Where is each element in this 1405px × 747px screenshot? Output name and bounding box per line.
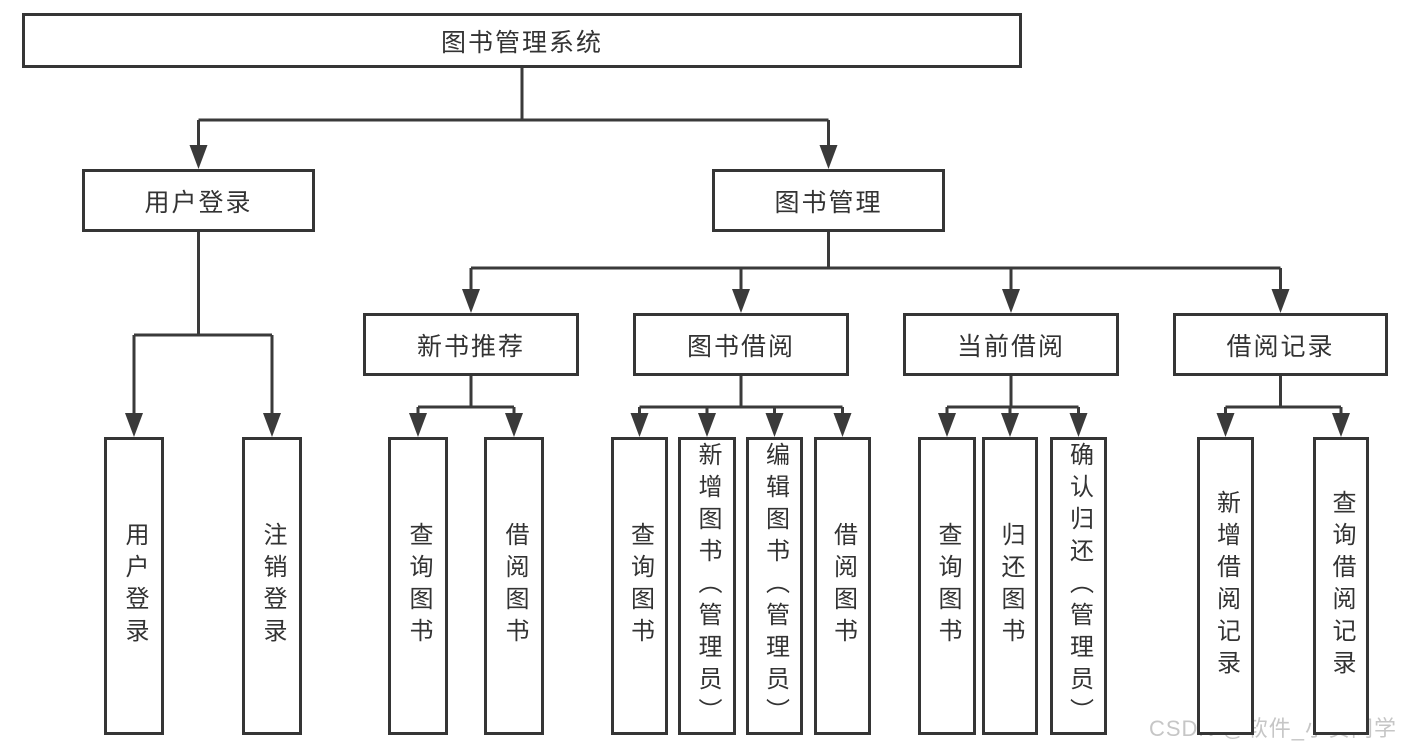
- node-bb-query-book: 查询图书: [611, 437, 668, 735]
- connector-borrow-record: [1224, 376, 1343, 429]
- node-book-borrow: 图书借阅: [633, 313, 849, 376]
- node-label-bb-borrow-book: 借阅图书: [829, 522, 857, 650]
- node-label-rec-borrow-book: 借阅图书: [501, 522, 528, 650]
- node-label-bb-edit-book-admin: 编辑图书（管理员）: [761, 442, 789, 730]
- node-user-login-op: 用户登录: [104, 437, 164, 735]
- node-label-user-login-op: 用户登录: [121, 522, 148, 650]
- node-cb-confirm-return-admin: 确认归还（管理员）: [1050, 437, 1107, 735]
- node-label-user-login: 用户登录: [144, 188, 253, 217]
- arrowhead-current-borrow-cb-return-book: [1001, 413, 1019, 437]
- node-root: 图书管理系统: [22, 13, 1022, 68]
- connector-book-mgmt: [469, 232, 1282, 305]
- node-new-book-rec: 新书推荐: [363, 313, 579, 376]
- arrowhead-new-book-rec-rec-query-book: [409, 413, 427, 437]
- arrowhead-book-borrow-bb-borrow-book: [833, 413, 852, 437]
- node-label-logout-op: 注销登录: [259, 522, 286, 650]
- node-label-cb-confirm-return-admin: 确认归还（管理员）: [1065, 442, 1093, 730]
- node-label-rec-query-book: 查询图书: [405, 522, 432, 650]
- node-label-borrow-record: 借阅记录: [1226, 332, 1335, 361]
- node-br-add-record: 新增借阅记录: [1197, 437, 1254, 735]
- node-label-new-book-rec: 新书推荐: [416, 332, 525, 361]
- arrowhead-book-mgmt-book-borrow: [732, 289, 750, 313]
- node-rec-borrow-book: 借阅图书: [484, 437, 544, 735]
- node-logout-op: 注销登录: [242, 437, 302, 735]
- node-label-root: 图书管理系统: [440, 28, 603, 57]
- arrowhead-current-borrow-cb-confirm-return-admin: [1069, 413, 1088, 437]
- arrowhead-book-borrow-bb-query-book: [630, 413, 649, 437]
- node-cb-query-book: 查询图书: [918, 437, 976, 735]
- node-cb-return-book: 归还图书: [982, 437, 1038, 735]
- node-book-mgmt: 图书管理: [712, 169, 945, 232]
- arrowhead-book-mgmt-current-borrow: [1002, 289, 1020, 313]
- node-label-current-borrow: 当前借阅: [956, 332, 1065, 361]
- arrowhead-book-mgmt-new-book-rec: [462, 289, 480, 313]
- arrowhead-book-borrow-bb-edit-book-admin: [765, 413, 784, 437]
- node-label-book-borrow: 图书借阅: [686, 332, 795, 361]
- arrowhead-borrow-record-br-add-record: [1216, 413, 1235, 437]
- connector-new-book-rec: [416, 376, 516, 429]
- arrowhead-user-login-logout-op: [263, 413, 281, 437]
- connector-user-login: [132, 232, 274, 429]
- node-label-bb-add-book-admin: 新增图书（管理员）: [694, 442, 721, 730]
- arrowhead-new-book-rec-rec-borrow-book: [505, 413, 523, 437]
- arrowhead-current-borrow-cb-query-book: [938, 413, 956, 437]
- arrowhead-root-book-mgmt: [819, 145, 838, 169]
- node-borrow-record: 借阅记录: [1173, 313, 1388, 376]
- node-bb-add-book-admin: 新增图书（管理员）: [678, 437, 736, 735]
- node-rec-query-book: 查询图书: [388, 437, 448, 735]
- arrowhead-user-login-user-login-op: [125, 413, 143, 437]
- arrowhead-borrow-record-br-query-record: [1332, 413, 1350, 437]
- connector-root: [197, 68, 830, 161]
- node-bb-edit-book-admin: 编辑图书（管理员）: [746, 437, 803, 735]
- connector-book-borrow: [638, 376, 844, 429]
- node-br-query-record: 查询借阅记录: [1313, 437, 1369, 735]
- node-label-br-query-record: 查询借阅记录: [1328, 490, 1355, 682]
- node-label-book-mgmt: 图书管理: [774, 188, 883, 217]
- arrowhead-book-mgmt-borrow-record: [1271, 289, 1290, 313]
- node-label-br-add-record: 新增借阅记录: [1212, 490, 1240, 682]
- node-label-cb-return-book: 归还图书: [997, 522, 1024, 650]
- arrowhead-root-user-login: [189, 145, 208, 169]
- node-label-bb-query-book: 查询图书: [626, 522, 654, 650]
- node-current-borrow: 当前借阅: [903, 313, 1119, 376]
- node-label-cb-query-book: 查询图书: [934, 522, 961, 650]
- node-bb-borrow-book: 借阅图书: [814, 437, 871, 735]
- arrowhead-book-borrow-bb-add-book-admin: [698, 413, 716, 437]
- node-user-login: 用户登录: [82, 169, 315, 232]
